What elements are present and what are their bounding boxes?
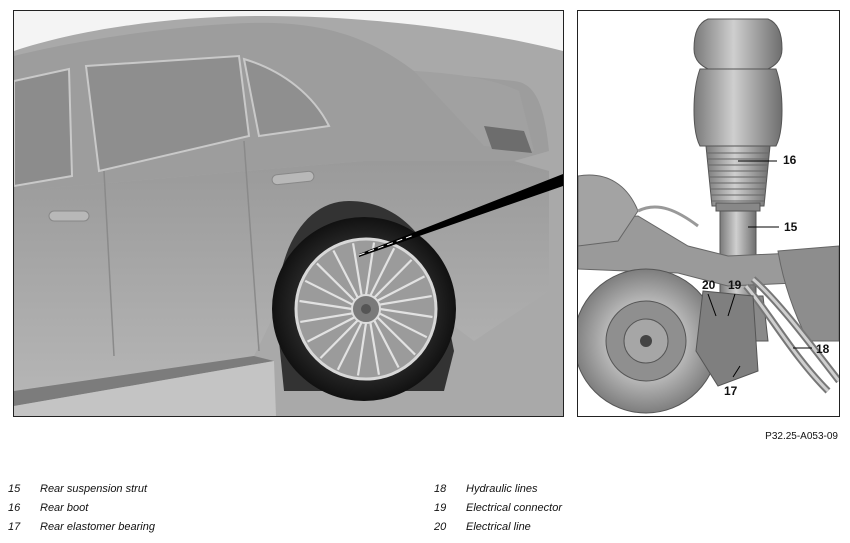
callout-20: 20 [702,278,716,292]
legend-label: Electrical connector [466,502,562,514]
legend-item: 18 Hydraulic lines [434,483,794,502]
legend-label: Rear elastomer bearing [40,521,155,533]
callout-18: 18 [816,342,830,356]
legend-label: Rear suspension strut [40,483,147,495]
legend-number: 20 [434,521,447,533]
callout-16: 16 [783,153,797,167]
legend-number: 17 [8,521,21,533]
legend-label: Hydraulic lines [466,483,538,495]
vehicle-illustration [14,11,563,416]
legend-label: Rear boot [40,502,89,514]
legend-right-column: 18 Hydraulic lines 19 Electrical connect… [434,483,794,540]
legend-number: 16 [8,502,21,514]
callout-17: 17 [724,384,738,398]
figure-code: P32.25-A053-09 [765,431,838,442]
legend-item: 16 Rear boot [8,502,368,521]
legend-item: 19 Electrical connector [434,502,794,521]
legend-number: 18 [434,483,447,495]
callout-15: 15 [784,220,798,234]
legend-left-column: 15 Rear suspension strut 16 Rear boot 17… [8,483,368,540]
callout-19: 19 [728,278,742,292]
legend-number: 15 [8,483,21,495]
vehicle-overview-panel [13,10,564,417]
legend-item: 20 Electrical line [434,521,794,540]
legend-number: 19 [434,502,447,514]
strut-illustration [578,11,839,416]
legend-item: 15 Rear suspension strut [8,483,368,502]
strut-detail-panel: 16 15 20 19 18 17 [577,10,840,417]
legend-item: 17 Rear elastomer bearing [8,521,368,540]
legend-label: Electrical line [466,521,531,533]
